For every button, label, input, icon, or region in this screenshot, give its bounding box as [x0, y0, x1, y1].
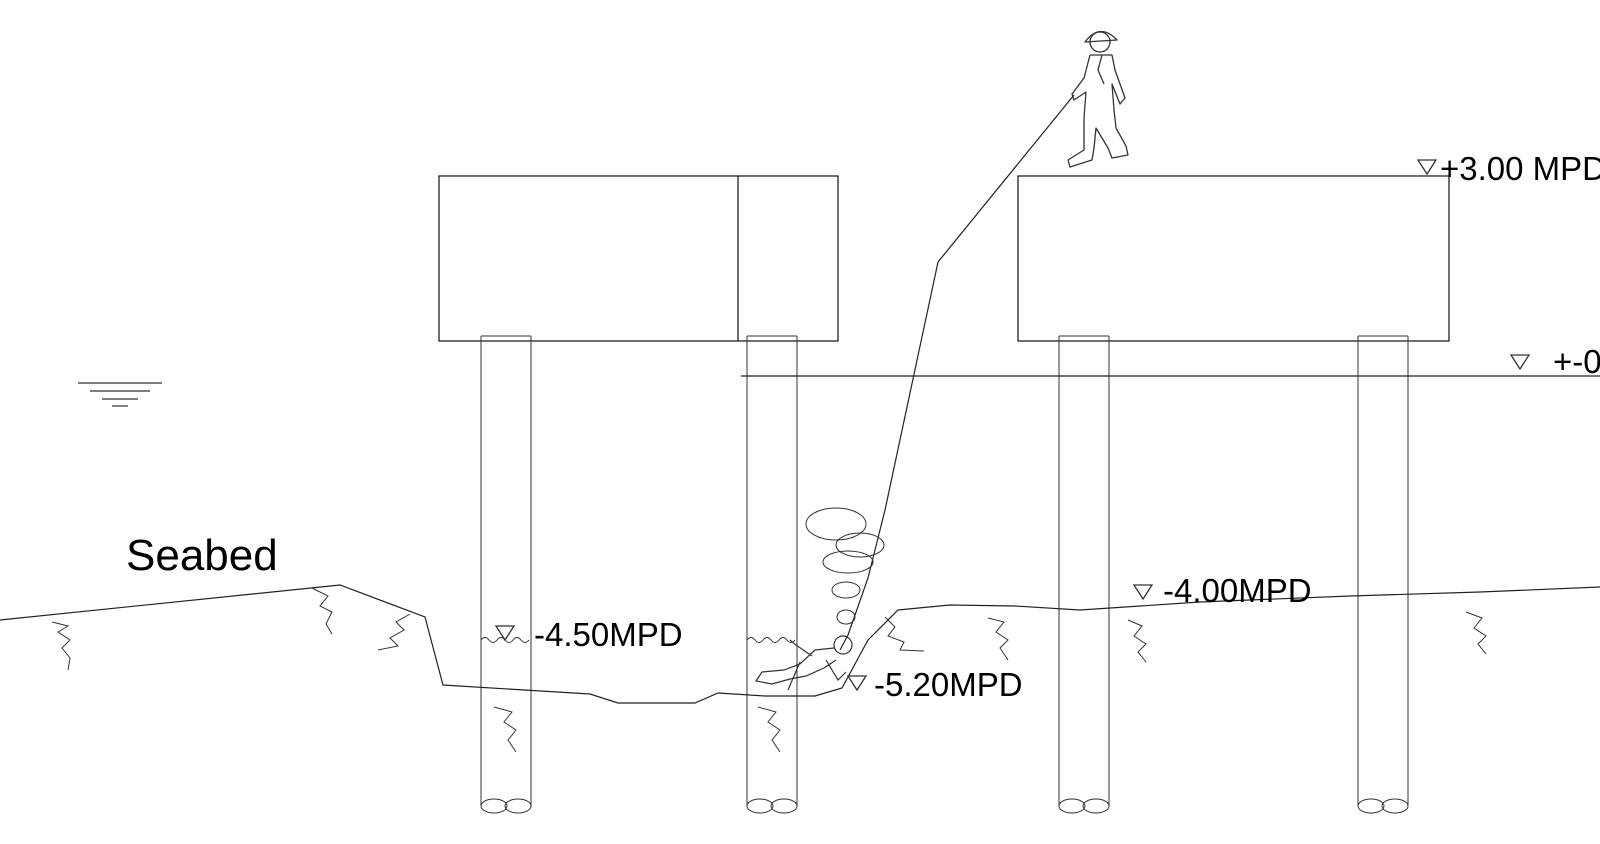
pile-4 [1357, 335, 1409, 814]
water-surface-symbol [78, 382, 162, 407]
deck-level-label: +3.00 MPD [1440, 150, 1600, 187]
level-triangle-seabed-left [494, 625, 516, 642]
scour-level-label: -5.20MPD [874, 666, 1023, 703]
pile-2 [746, 335, 798, 814]
level-triangle-deck [1416, 159, 1438, 176]
lifeline-rope [839, 94, 1075, 651]
level-triangle-scour [846, 675, 868, 692]
diver-figure [754, 635, 853, 691]
left-deck-slab [438, 175, 839, 342]
seabed-hatch-marks [51, 587, 1487, 753]
seabed-label: Seabed [126, 531, 278, 580]
pile-1 [480, 335, 532, 814]
right-deck-slab [1017, 175, 1450, 342]
pile-3 [1058, 335, 1110, 814]
worker-figure-on-deck [1067, 30, 1129, 168]
level-markers [494, 159, 1531, 692]
seabed-profile-line [0, 584, 1600, 704]
seabed-level-left-label: -4.50MPD [534, 616, 683, 653]
water-level-label: +-0 [1553, 343, 1600, 380]
level-triangle-seabed-right [1132, 584, 1154, 601]
level-triangle-water [1509, 354, 1531, 371]
air-bubbles [805, 507, 885, 625]
seabed-level-right-label: -4.00MPD [1163, 572, 1312, 609]
